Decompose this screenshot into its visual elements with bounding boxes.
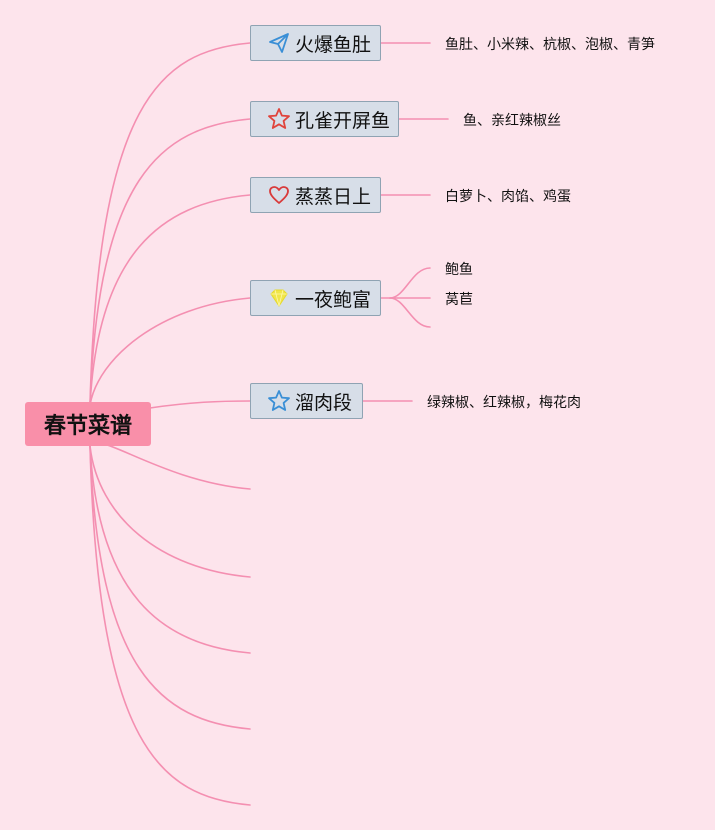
connector-root-branch-1 (89, 42, 251, 406)
detail-ingredient-woju[interactable]: 莴苣 (445, 292, 473, 308)
connector-root-branch-4 (89, 297, 251, 406)
detail-ingredients-zhengzheng-rishang[interactable]: 白萝卜、肉馅、鸡蛋 (445, 189, 571, 205)
detail-ingredient-baoyu[interactable]: 鲍鱼 (445, 262, 473, 278)
branch-node-zhengzheng-rishang[interactable]: 蒸蒸日上 (250, 177, 381, 213)
branch-node-huobao-yudu[interactable]: 火爆鱼肚 (250, 25, 381, 61)
branch-label: 溜肉段 (295, 391, 353, 414)
connector-root-branch-3 (89, 194, 251, 406)
connector-root-empty-1 (89, 441, 251, 490)
star-outline-icon (267, 107, 291, 131)
detail-ingredients-huobao-yudu[interactable]: 鱼肚、小米辣、杭椒、泡椒、青笋 (445, 37, 655, 53)
branch-label: 一夜鲍富 (295, 288, 372, 311)
connector-root-empty-3 (89, 445, 251, 654)
root-node[interactable]: 春节菜谱 (25, 402, 151, 446)
branch-node-liu-rouduan[interactable]: 溜肉段 (250, 383, 363, 419)
connector-root-empty-4 (89, 445, 251, 730)
connector-root-branch-5 (149, 400, 251, 409)
heart-outline-icon (267, 183, 291, 207)
branch-label: 孔雀开屏鱼 (295, 109, 391, 132)
detail-ingredients-liu-rouduan[interactable]: 绿辣椒、红辣椒，梅花肉 (427, 395, 581, 411)
branch-node-yiye-baofu[interactable]: 一夜鲍富 (250, 280, 381, 316)
star-outline-icon (267, 389, 291, 413)
connector-detail-branch-4-a (389, 267, 431, 299)
gem-icon (267, 286, 291, 310)
connector-root-branch-2 (89, 118, 251, 406)
branch-label: 蒸蒸日上 (295, 185, 372, 208)
branch-label: 火爆鱼肚 (295, 33, 372, 56)
detail-ingredients-kongque-kaiping-yu[interactable]: 鱼、亲红辣椒丝 (463, 113, 561, 129)
connector-detail-branch-4-c (389, 297, 431, 328)
paper-plane-icon (267, 31, 291, 55)
connector-root-empty-2 (89, 445, 251, 578)
connector-root-empty-5 (89, 445, 251, 806)
root-label: 春节菜谱 (43, 414, 132, 439)
branch-node-kongque-kaiping-yu[interactable]: 孔雀开屏鱼 (250, 101, 399, 137)
